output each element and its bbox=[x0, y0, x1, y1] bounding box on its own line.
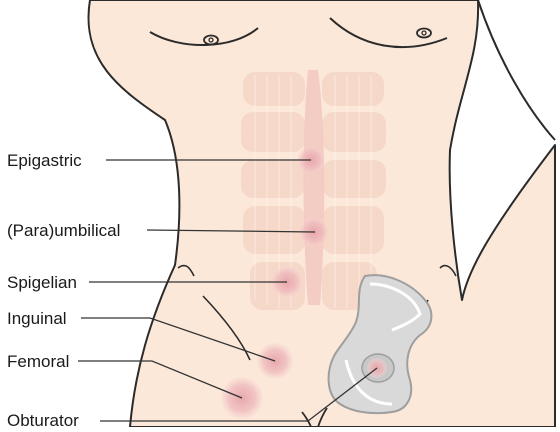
label-epigastric: Epigastric bbox=[7, 151, 82, 170]
linea-alba bbox=[304, 70, 325, 305]
right-arm-outline bbox=[478, 0, 555, 140]
label-paraumbilical: (Para)umbilical bbox=[7, 221, 120, 240]
label-femoral: Femoral bbox=[7, 352, 69, 371]
label-obturator: Obturator bbox=[7, 411, 79, 427]
label-inguinal: Inguinal bbox=[7, 309, 67, 328]
label-spigelian: Spigelian bbox=[7, 273, 77, 292]
